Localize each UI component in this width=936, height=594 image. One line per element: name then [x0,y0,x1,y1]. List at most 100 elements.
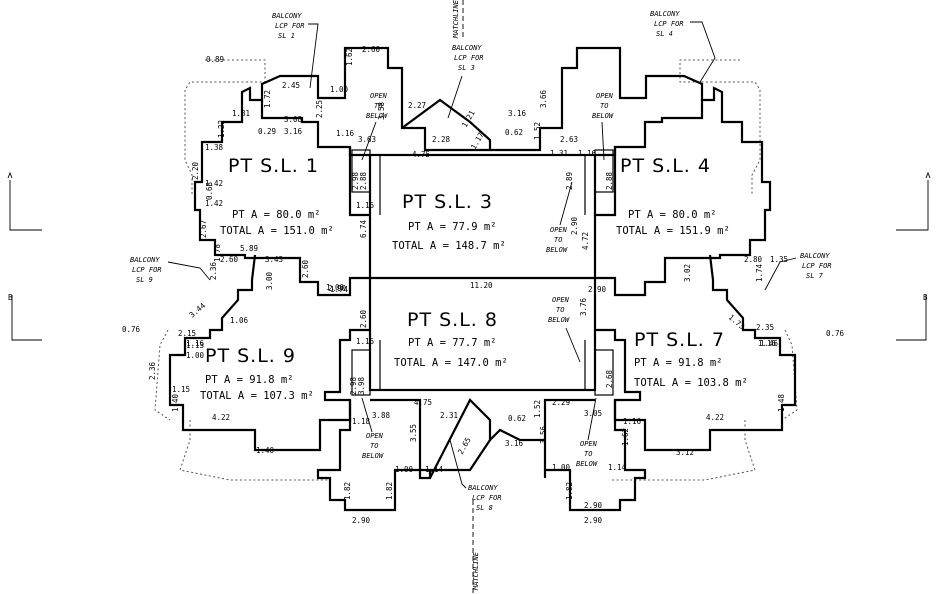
unit-area-sl8: PT A = 77.7 m² [408,337,497,349]
svg-text:3.88: 3.88 [372,411,391,420]
svg-text:BELOW: BELOW [548,316,570,324]
svg-text:2.98: 2.98 [349,376,358,395]
svg-text:BELOW: BELOW [592,112,614,120]
svg-text:2.29: 2.29 [552,398,570,407]
svg-text:2.68: 2.68 [605,369,614,388]
svg-text:1.15: 1.15 [172,385,190,394]
unit-total-sl7: TOTAL A = 103.8 m² [634,377,748,389]
svg-text:2.88: 2.88 [605,171,614,190]
svg-text:2.98: 2.98 [351,171,360,190]
svg-text:1.74: 1.74 [330,285,349,294]
svg-text:1.31: 1.31 [550,149,568,158]
unit-name-sl9: PT S.L. 9 [205,345,296,367]
svg-text:TO: TO [600,102,608,110]
svg-text:2.45: 2.45 [282,81,300,90]
svg-text:1.16: 1.16 [356,201,375,210]
svg-text:1.00: 1.00 [330,85,349,94]
open-below-1: OPEN TO BELOW [361,92,388,161]
svg-text:1.14: 1.14 [608,463,627,472]
balcony-note-sl3: BALCONY LCP FOR SL 3 [447,44,484,119]
svg-text:1.16: 1.16 [578,149,597,158]
svg-text:1.81: 1.81 [232,109,250,118]
svg-text:B: B [923,293,928,302]
svg-text:5.89: 5.89 [240,244,258,253]
svg-text:1.16: 1.16 [186,339,205,348]
svg-text:BALCONY: BALCONY [272,12,302,20]
svg-text:2.27: 2.27 [408,101,426,110]
svg-text:SL 7: SL 7 [806,272,824,280]
unit-name-sl7: PT S.L. 7 [634,329,725,351]
svg-text:2.65: 2.65 [456,436,473,456]
balcony-note-sl7: BALCONY LCP FOR SL 7 [764,252,832,291]
svg-text:LCP FOR: LCP FOR [802,262,832,270]
section-marks: B B [7,171,931,341]
svg-text:1.42: 1.42 [205,179,223,188]
svg-text:2.15: 2.15 [178,329,196,338]
unit-total-sl3: TOTAL A = 148.7 m² [392,240,506,252]
svg-text:1.00: 1.00 [326,283,345,292]
svg-text:1.00: 1.00 [186,351,205,360]
svg-text:0.62: 0.62 [505,128,523,137]
svg-text:2.60: 2.60 [362,45,381,54]
svg-text:11.20: 11.20 [470,281,493,290]
svg-text:2.90: 2.90 [584,501,603,510]
svg-text:TO: TO [370,442,378,450]
svg-text:0.76: 0.76 [826,329,845,338]
svg-text:SL 9: SL 9 [136,276,153,284]
unit-area-sl9: PT A = 91.8 m² [205,374,294,386]
svg-text:1.22: 1.22 [217,120,226,138]
svg-text:0.76: 0.76 [122,325,141,334]
unit-name-sl4: PT S.L. 4 [620,155,711,177]
svg-text:2.60: 2.60 [220,255,239,264]
svg-text:LCP FOR: LCP FOR [472,494,502,502]
svg-text:TO: TO [584,450,592,458]
svg-text:2.90: 2.90 [570,216,579,235]
svg-text:0.29: 0.29 [258,127,276,136]
svg-text:4.22: 4.22 [706,413,724,422]
svg-text:4.72: 4.72 [581,232,590,250]
svg-text:SL 3: SL 3 [458,64,475,72]
svg-text:2.90: 2.90 [588,285,607,294]
svg-text:3.00: 3.00 [265,271,274,290]
svg-text:SL 8: SL 8 [476,504,493,512]
svg-text:4.75: 4.75 [412,150,430,159]
svg-text:LCP FOR: LCP FOR [454,54,484,62]
svg-text:2.90: 2.90 [328,284,347,293]
svg-text:OPEN: OPEN [596,92,614,100]
unit-area-sl1: PT A = 80.0 m² [232,209,321,221]
unit-name-sl3: PT S.L. 3 [402,191,493,213]
svg-text:1.82: 1.82 [385,482,394,500]
unit-name-sl8: PT S.L. 8 [407,309,498,331]
unit-area-sl7: PT A = 91.8 m² [634,357,723,369]
svg-text:2.67: 2.67 [199,220,208,238]
svg-text:0.89: 0.89 [206,55,224,64]
balcony-note-sl1: BALCONY LCP FOR SL 1 [272,12,319,89]
svg-text:BALCONY: BALCONY [468,484,498,492]
svg-text:OPEN: OPEN [370,92,388,100]
svg-text:SL 4: SL 4 [656,30,673,38]
unit-area-sl3: PT A = 77.9 m² [408,221,497,233]
open-below-2: OPEN TO BELOW [592,92,614,161]
balcony-note-sl9: BALCONY LCP FOR SL 9 [130,256,211,284]
svg-text:2.90: 2.90 [352,516,371,525]
svg-text:0.62: 0.62 [508,414,526,423]
svg-text:OPEN: OPEN [552,296,570,304]
open-below-3: OPEN TO BELOW [546,181,573,254]
svg-text:OPEN: OPEN [366,432,384,440]
svg-text:1.18: 1.18 [352,417,371,426]
svg-text:1.16: 1.16 [336,129,355,138]
svg-text:3.08: 3.08 [284,115,303,124]
balcony-notes: BALCONY LCP FOR SL 1 BALCONY LCP FOR SL … [130,10,832,512]
matchline-label-bottom: MATCHLINE [472,551,480,591]
unit-total-sl9: TOTAL A = 107.3 m² [200,390,314,402]
svg-text:B: B [8,293,13,302]
svg-text:2.31: 2.31 [440,411,458,420]
svg-text:LCP FOR: LCP FOR [654,20,684,28]
svg-text:BELOW: BELOW [576,460,598,468]
svg-text:LCP FOR: LCP FOR [132,266,162,274]
svg-text:1.13: 1.13 [186,341,204,350]
svg-text:SL 1: SL 1 [278,32,295,40]
svg-text:1.40: 1.40 [256,446,275,455]
svg-text:1.38: 1.38 [205,143,224,152]
